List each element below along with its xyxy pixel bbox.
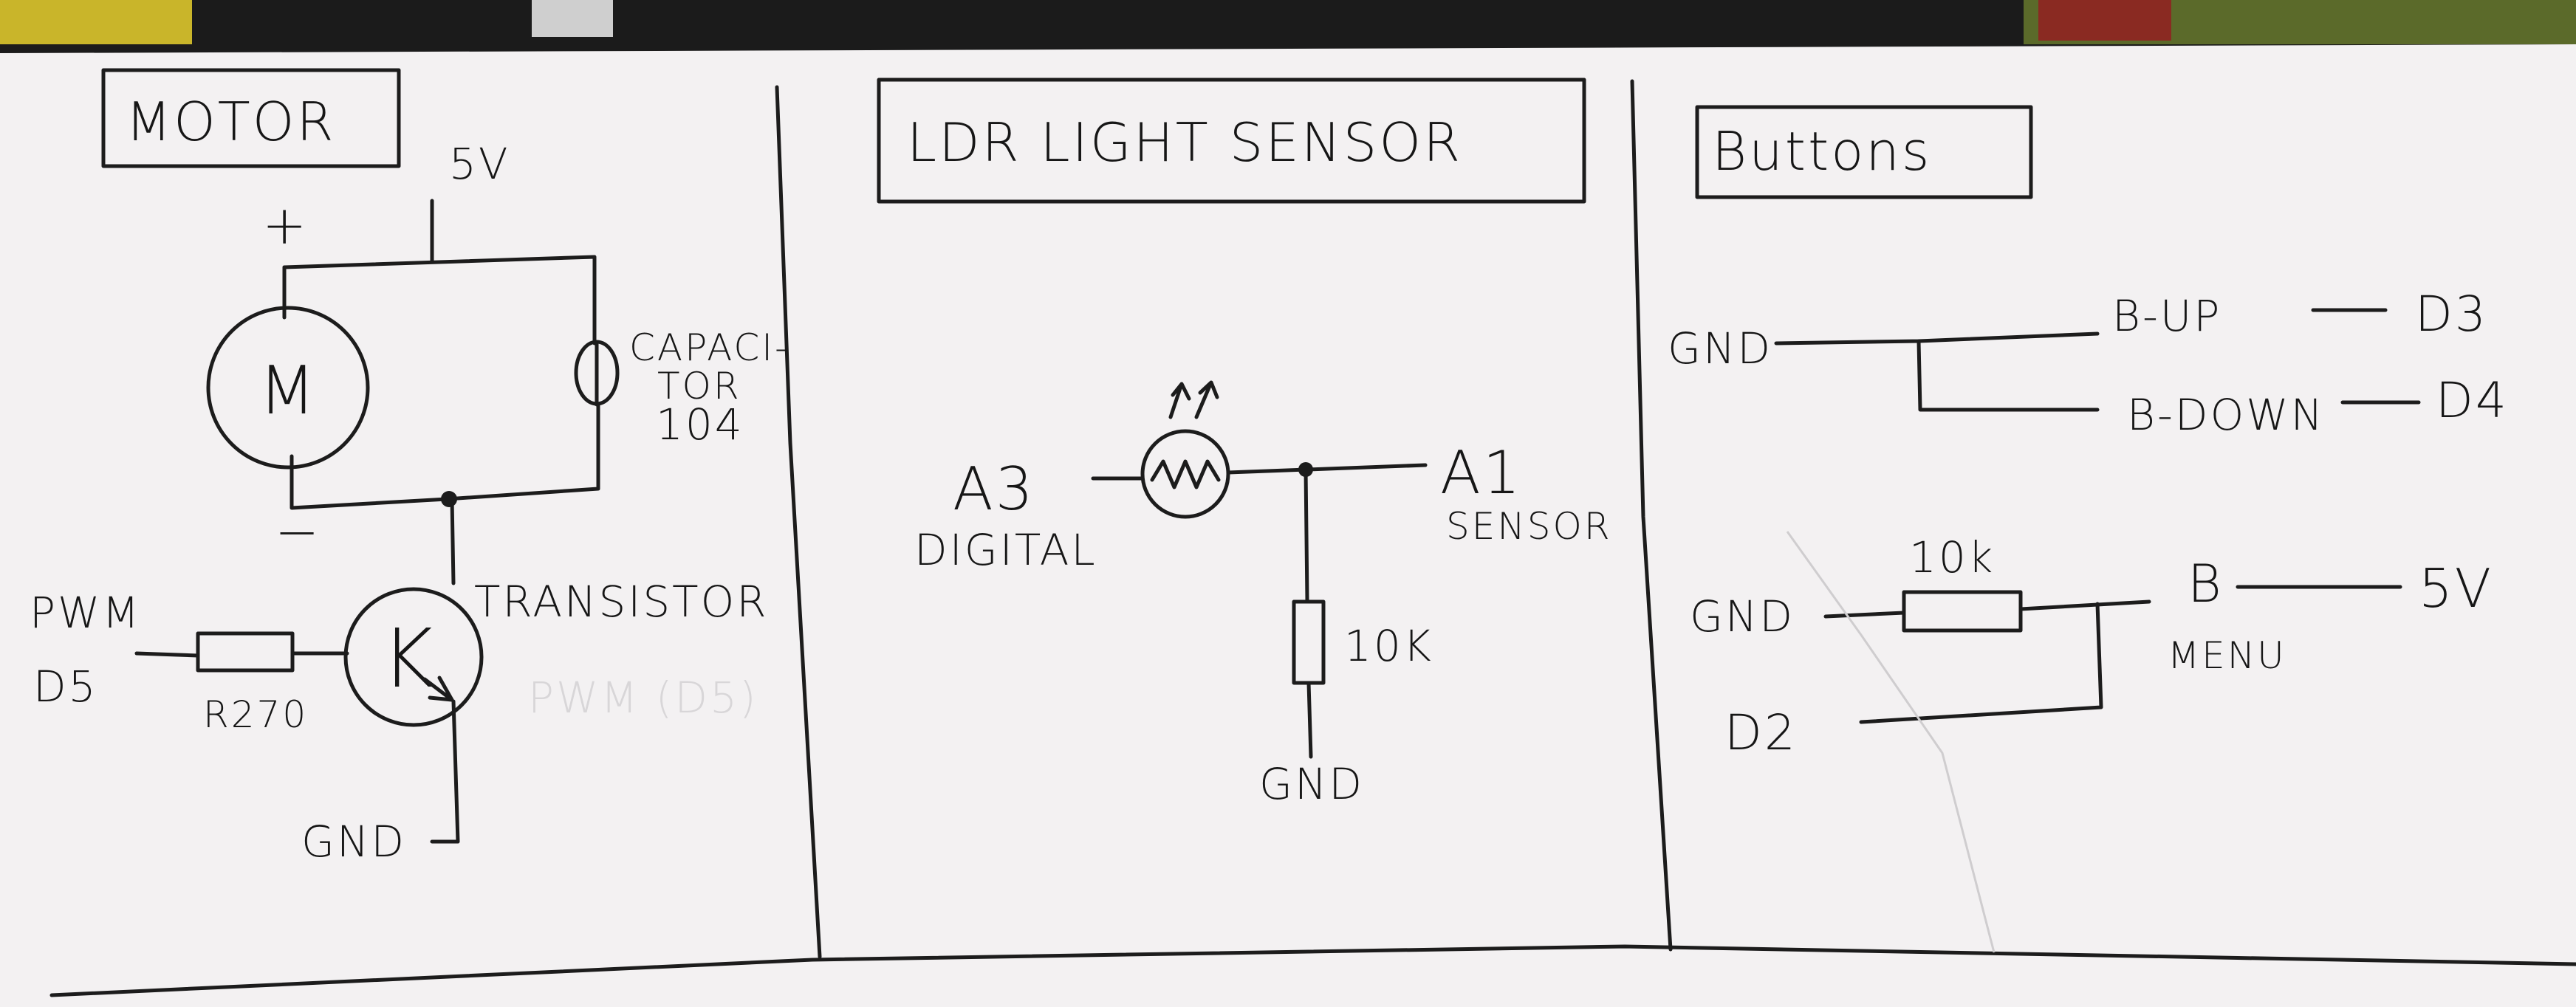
ldr-light-arrows bbox=[1168, 380, 1219, 419]
ldr-a3-label: A3 bbox=[953, 455, 1035, 523]
b-label: B bbox=[2188, 554, 2224, 614]
buttons-10k-label: 10k bbox=[1909, 532, 1995, 582]
top-rail-wire bbox=[282, 255, 597, 346]
collector-wire bbox=[450, 497, 456, 585]
pwm-pin-label: D5 bbox=[33, 661, 98, 712]
divider-right bbox=[1630, 79, 1673, 952]
buttons-d2-branch-wire bbox=[1859, 602, 2103, 724]
resistor-r270-label: R270 bbox=[203, 693, 308, 736]
transistor-emitter-arrow bbox=[422, 676, 454, 702]
d2-label: D2 bbox=[1724, 704, 1798, 761]
buttons-resistor-right-wire bbox=[2018, 599, 2151, 611]
yellow-object-top-left bbox=[0, 0, 192, 44]
motor-symbol-letter: M bbox=[258, 352, 318, 430]
ldr-title: LDR LIGHT SENSOR bbox=[907, 111, 1462, 173]
capacitor-label-line2: TOR bbox=[657, 365, 741, 408]
paper-sheet bbox=[0, 44, 2576, 1007]
ldr-gnd-label: GND bbox=[1259, 759, 1364, 809]
b-up-label: B-UP bbox=[2112, 291, 2222, 341]
ldr-section: LDR LIGHT SENSOR A3 DIGITAL A1 SENSOR 10… bbox=[877, 78, 1612, 809]
capacitor-label-line1: CAPACI- bbox=[629, 326, 790, 369]
buttons-section: Buttons GND B-UP D3 B-DOWN D4 10k GND B … bbox=[1668, 105, 2509, 953]
pwm-to-resistor-wire bbox=[134, 651, 200, 658]
collector-junction-dot bbox=[441, 491, 457, 507]
plus-label: + bbox=[262, 194, 309, 256]
supply-5v-label: 5V bbox=[449, 139, 510, 189]
paper-crease bbox=[1786, 531, 1996, 953]
faint-erased-text: PWM (D5) bbox=[528, 673, 758, 723]
red-object-top-right bbox=[2038, 0, 2171, 41]
buttons-title: Buttons bbox=[1712, 120, 1931, 182]
ldr-a1-label: A1 bbox=[1440, 439, 1523, 507]
buttons-gnd-top-label: GND bbox=[1668, 323, 1772, 374]
bottom-border-line bbox=[49, 944, 2576, 997]
ldr-divider-wire-bottom bbox=[1306, 681, 1313, 759]
capacitor-label-line3: 104 bbox=[656, 399, 744, 450]
ldr-divider-wire-top bbox=[1304, 467, 1309, 604]
motor-title: MOTOR bbox=[126, 91, 335, 153]
transistor-circle bbox=[343, 587, 484, 727]
minus-label: − bbox=[275, 501, 321, 563]
ldr-digital-label: DIGITAL bbox=[914, 525, 1097, 575]
motor-section: MOTOR 5V + − M CAPACI- TOR 104 K TRANSIS… bbox=[30, 68, 790, 867]
pwm-label: PWM bbox=[30, 588, 141, 638]
buttons-5v-label: 5V bbox=[2419, 557, 2493, 619]
motor-gnd-label: GND bbox=[301, 817, 406, 867]
buttons-title-box bbox=[1695, 105, 2033, 199]
d3-label: D3 bbox=[2415, 286, 2488, 343]
menu-label: MENU bbox=[2168, 634, 2286, 677]
white-item-top bbox=[532, 0, 613, 37]
transistor-symbol: K bbox=[381, 611, 436, 706]
buttons-10k-resistor bbox=[1902, 590, 2023, 633]
ldr-sensor-label: SENSOR bbox=[1446, 505, 1612, 548]
buttons-gnd-bottom-label: GND bbox=[1690, 591, 1795, 642]
motor-symbol-circle bbox=[206, 306, 370, 470]
ldr-10k-label: 10K bbox=[1344, 621, 1433, 671]
ldr-title-box bbox=[877, 78, 1586, 204]
motor-title-box bbox=[101, 68, 401, 168]
d4-label: D4 bbox=[2436, 372, 2509, 429]
ldr-zigzag bbox=[1150, 459, 1221, 489]
buttons-down-branch-wire bbox=[1916, 339, 2100, 412]
divider-left bbox=[775, 85, 822, 959]
ldr-right-wire bbox=[1226, 463, 1428, 475]
buttons-gnd-bottom-wire bbox=[1823, 611, 1906, 619]
b-down-label: B-DOWN bbox=[2127, 390, 2325, 440]
transistor-label: TRANSISTOR bbox=[474, 577, 769, 627]
emitter-to-gnd-wire bbox=[430, 699, 460, 844]
